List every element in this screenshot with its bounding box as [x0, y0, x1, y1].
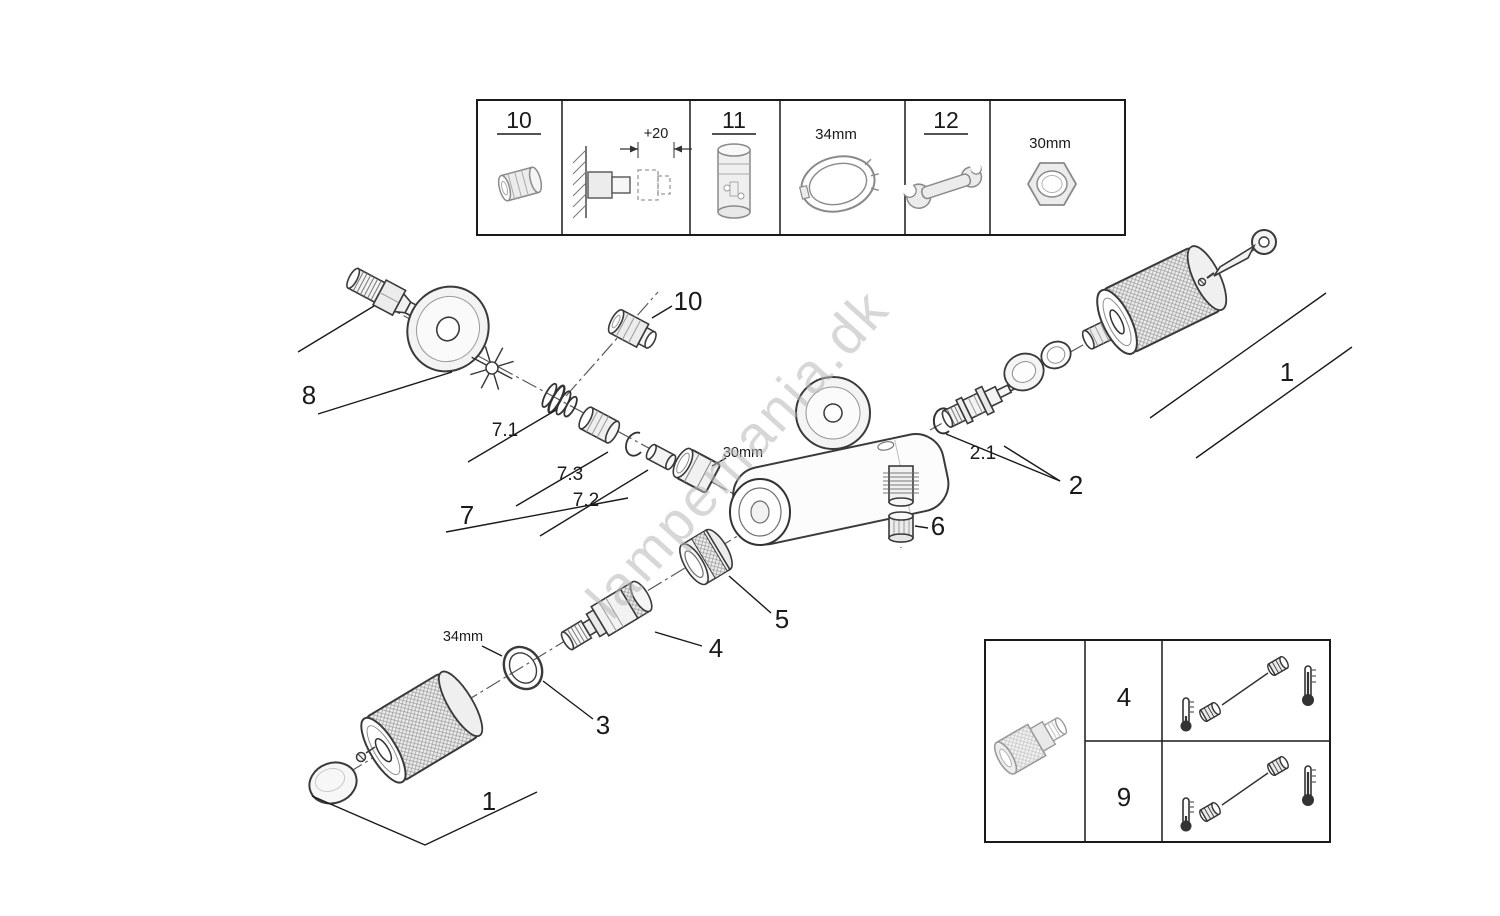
part-2-label: 2 — [1069, 470, 1083, 500]
part-3-label: 3 — [596, 710, 610, 740]
part-4-label: 4 — [709, 633, 723, 663]
part-7-label: 7 — [460, 500, 474, 530]
mixer-body-group: 6 — [729, 376, 950, 546]
part-7-group: 30mm 7.1 7.3 7.2 7 — [445, 382, 763, 537]
bottom-knurled-grip — [360, 670, 484, 784]
grip-screw — [355, 746, 376, 763]
handle-knurled-grip — [1096, 245, 1228, 355]
panel-label-plus20: +20 — [644, 126, 669, 142]
size-30mm-leader — [711, 457, 727, 467]
part-8-group: 8 — [297, 267, 514, 415]
nut-30mm-icon — [1026, 162, 1078, 206]
wall-mount-dimension-icon — [572, 142, 692, 219]
size-34mm-leader — [481, 645, 503, 657]
part-1-top-leader — [1195, 346, 1353, 459]
part-7-leader — [445, 497, 629, 533]
end-cap — [308, 761, 358, 805]
part-5-collar — [679, 528, 733, 586]
part-3-ring — [502, 645, 544, 691]
part-1-top-label: 1 — [1280, 357, 1294, 387]
thermo-cartridge-icon — [993, 717, 1068, 775]
part-10-fitting — [607, 308, 657, 349]
axis-part-10 — [565, 291, 659, 397]
part-6-leader — [914, 525, 929, 529]
part-7-1-washers — [541, 382, 578, 418]
part-5-label: 5 — [775, 604, 789, 634]
handle-key-tool — [1197, 229, 1277, 287]
row-4-adjustment-diagram — [1179, 654, 1317, 733]
wall-escutcheon — [795, 376, 871, 450]
part-10-group: 10 — [607, 286, 703, 349]
part-7-3-leader — [515, 451, 609, 507]
cartridge-icon — [717, 143, 751, 219]
part-7-2-leader — [539, 469, 649, 537]
panel-row-9-label: 9 — [1117, 782, 1131, 812]
accessories-panel-border — [476, 99, 1126, 236]
part-3-leader — [542, 680, 594, 720]
part-6-label: 6 — [931, 511, 945, 541]
part-2-1-label: 2.1 — [970, 443, 996, 464]
part-1-top-group: 1 — [1003, 229, 1353, 459]
accessories-panel: 10 — [476, 99, 1126, 236]
part-7-1-leader — [467, 409, 557, 463]
part-2-group: 2.1 2 — [932, 381, 1083, 500]
body-bottom-outlet — [883, 465, 919, 507]
panel-label-34mm: 34mm — [815, 126, 857, 143]
part-4-leader — [654, 631, 703, 647]
panel-label-10: 10 — [506, 107, 532, 133]
part-2-1-o-ring — [932, 407, 950, 435]
part-7-2-sleeve — [645, 443, 677, 471]
part-6-aerator — [888, 511, 914, 543]
part-1-bottom-leader — [311, 791, 538, 846]
panel-label-30mm: 30mm — [1029, 135, 1071, 152]
size-34mm-label: 34mm — [443, 629, 483, 645]
part-8-label: 8 — [302, 380, 316, 410]
part-4-cartridge — [560, 580, 653, 651]
part-7-3-fitting — [578, 406, 621, 444]
temperature-adjust-panel: 4 9 — [984, 639, 1331, 843]
part-7-1-label: 7.1 — [492, 420, 518, 441]
wrench-icon — [900, 161, 983, 209]
part-7-c-clip — [625, 431, 642, 457]
mixer-body — [729, 433, 950, 546]
part-7-3-label: 7.3 — [557, 464, 583, 485]
part-10-leader — [651, 305, 673, 319]
adapter-fitting-icon — [497, 166, 543, 202]
part-2-leader — [1003, 445, 1061, 482]
star-gasket — [470, 346, 514, 390]
part-8-escutcheon — [406, 285, 490, 373]
size-30mm-label: 30mm — [723, 445, 763, 461]
part-8-leader — [297, 305, 375, 353]
part-7-2-label: 7.2 — [573, 490, 599, 511]
part-8-leader — [317, 371, 453, 415]
axis-left-inlet — [355, 289, 746, 501]
part-2-leader — [945, 433, 1061, 482]
part-5-leader — [728, 575, 772, 614]
part-1-bottom-label: 1 — [482, 786, 496, 816]
panel-label-11: 11 — [722, 107, 746, 133]
part-1-top-leader — [1149, 292, 1327, 419]
part-10-label: 10 — [674, 286, 703, 316]
ring-34mm-icon — [798, 155, 879, 213]
panel-row-4-label: 4 — [1117, 682, 1131, 712]
row-9-adjustment-diagram — [1179, 754, 1317, 833]
part-2-cartridge — [941, 381, 1020, 429]
panel-label-12: 12 — [933, 107, 959, 133]
handle-dome-cap — [1003, 352, 1045, 392]
nut-30mm-part — [672, 447, 721, 494]
part-1-bottom-group: 1 — [308, 670, 538, 846]
handle-ring — [1040, 340, 1072, 370]
